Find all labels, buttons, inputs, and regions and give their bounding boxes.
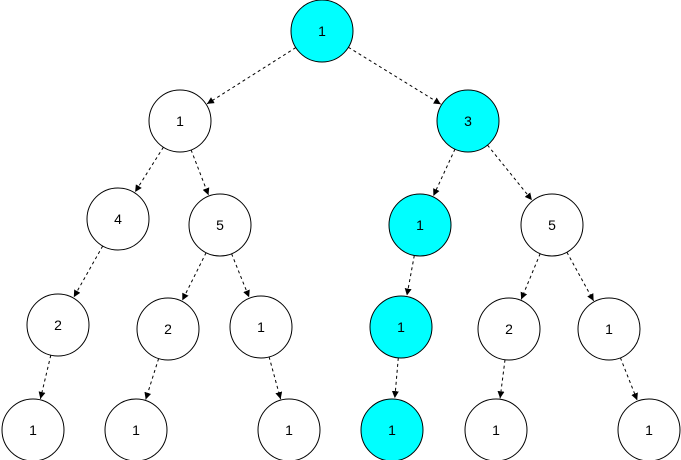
tree-node-circle xyxy=(86,187,150,251)
tree-node-value: 2 xyxy=(505,321,513,337)
tree-node-circle xyxy=(617,398,681,460)
tree-edge-n12-n18 xyxy=(619,357,638,401)
tree-node-value: 2 xyxy=(164,321,172,337)
tree-node-value: 1 xyxy=(257,319,265,335)
tree-node: 5 xyxy=(520,193,584,257)
tree-node-circle xyxy=(148,89,212,153)
tree-node-value: 1 xyxy=(416,217,424,233)
tree-edge-n0-n2 xyxy=(348,46,442,105)
tree-edge-n6-n11 xyxy=(520,253,541,300)
tree-edge-n4-n8 xyxy=(181,252,207,301)
tree-node-circle xyxy=(477,297,541,361)
tree-node: 1 xyxy=(464,398,528,460)
tree-node-value: 1 xyxy=(318,23,326,39)
tree-node-circle xyxy=(104,398,168,460)
tree-node: 1 xyxy=(148,89,212,153)
tree-node-circle xyxy=(257,398,321,460)
tree-edge-n10-n16 xyxy=(391,357,399,399)
tree-node: 2 xyxy=(26,293,90,357)
tree-edge-n11-n17 xyxy=(497,359,506,399)
tree-node-highlighted: 1 xyxy=(369,295,433,359)
tree-edge-n4-n9 xyxy=(231,253,250,298)
tree-node-circle xyxy=(464,398,528,460)
tree-node-value: 3 xyxy=(464,113,472,129)
tree-node-circle xyxy=(229,295,293,359)
tree-node-value: 1 xyxy=(285,422,293,438)
tree-node-value: 5 xyxy=(216,217,224,233)
tree-node-value: 5 xyxy=(548,217,556,233)
tree-node-circle xyxy=(290,0,354,63)
tree-node: 1 xyxy=(257,398,321,460)
tree-node-value: 1 xyxy=(388,422,396,438)
tree-node-circle xyxy=(369,295,433,359)
tree-node-value: 1 xyxy=(492,422,500,438)
tree-node-circle xyxy=(360,398,424,460)
tree-node-value: 1 xyxy=(176,113,184,129)
tree-edge-n1-n4 xyxy=(190,149,210,196)
tree-node-value: 1 xyxy=(645,422,653,438)
tree-node: 1 xyxy=(1,398,65,460)
tree-node-circle xyxy=(520,193,584,257)
tree-node: 5 xyxy=(188,193,252,257)
tree-node-value: 4 xyxy=(114,211,122,227)
tree-node: 1 xyxy=(617,398,681,460)
tree-node: 1 xyxy=(104,398,168,460)
tree-node-highlighted: 1 xyxy=(290,0,354,63)
tree-edge-n7-n13 xyxy=(38,355,52,400)
tree-node-value: 1 xyxy=(132,422,140,438)
tree-node: 4 xyxy=(86,187,150,251)
tree-edge-n6-n12 xyxy=(566,251,595,302)
tree-edge-n2-n5 xyxy=(432,148,456,197)
tree-edge-n2-n6 xyxy=(487,144,533,201)
tree-node: 1 xyxy=(229,295,293,359)
tree-node-circle xyxy=(26,293,90,357)
tree-node-highlighted: 1 xyxy=(388,193,452,257)
tree-edge-n9-n15 xyxy=(268,356,283,400)
tree-node-value: 1 xyxy=(605,321,613,337)
edges-layer xyxy=(38,46,638,401)
tree-edge-n8-n14 xyxy=(144,358,160,400)
tree-node-circle xyxy=(388,193,452,257)
tree-node-circle xyxy=(436,89,500,153)
tree-node-circle xyxy=(136,297,200,361)
tree-node-highlighted: 1 xyxy=(360,398,424,460)
tree-node-value: 2 xyxy=(54,317,62,333)
tree-edge-n5-n10 xyxy=(404,255,415,296)
tree-edge-n3-n7 xyxy=(73,245,104,298)
tree-node-highlighted: 3 xyxy=(436,89,500,153)
tree-node: 2 xyxy=(477,297,541,361)
tree-node-circle xyxy=(188,193,252,257)
tree-node: 2 xyxy=(136,297,200,361)
tree-node-circle xyxy=(577,297,641,361)
tree-node-value: 1 xyxy=(29,422,37,438)
tree-node: 1 xyxy=(577,297,641,361)
tree-node-value: 1 xyxy=(397,319,405,335)
tree-edge-n0-n1 xyxy=(206,47,297,105)
tree-node-circle xyxy=(1,398,65,460)
tree-edge-n1-n3 xyxy=(134,146,164,193)
